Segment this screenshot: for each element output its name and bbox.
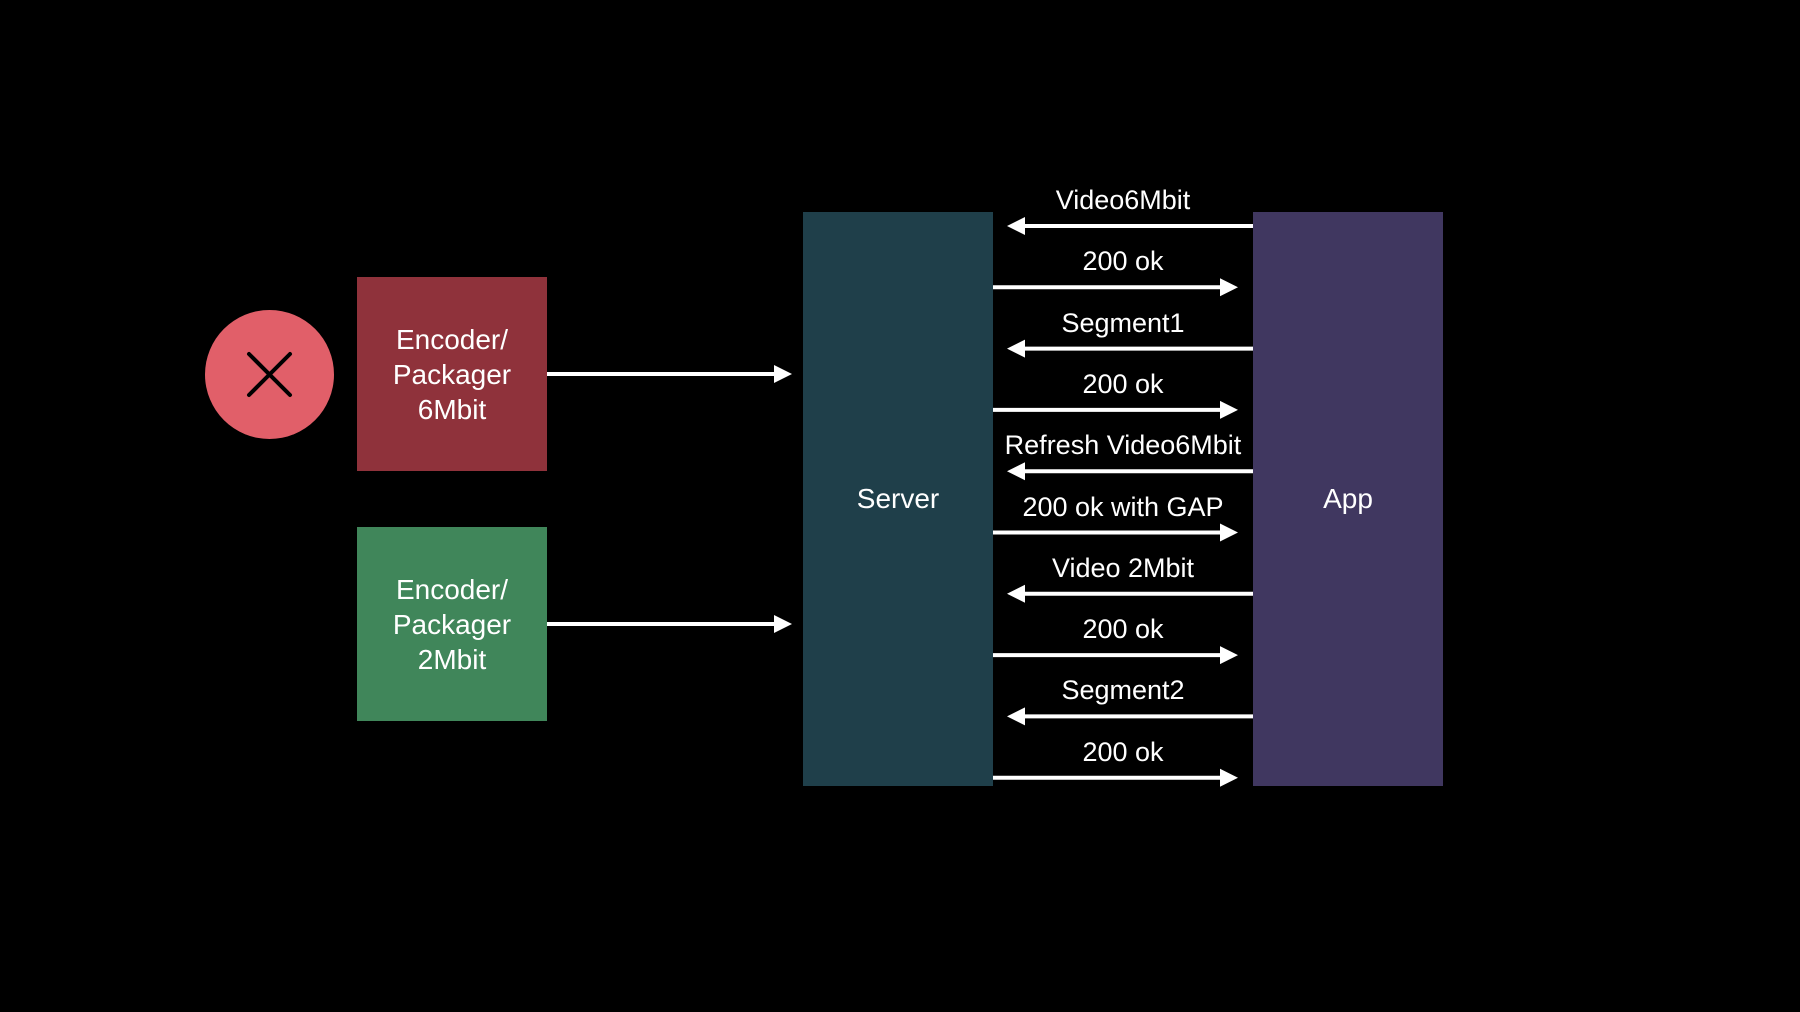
server-label: Server <box>856 483 940 514</box>
arrow-to-server <box>1007 707 1253 726</box>
encoder-6mbit-line1: Encoder/ <box>395 323 509 355</box>
fail-indicator <box>205 310 334 439</box>
arrow-to-server <box>1007 584 1253 603</box>
encoder-2mbit-box: Encoder/ Packager 2Mbit <box>357 527 547 721</box>
arrow-to-server <box>1007 462 1253 481</box>
encoder-2mbit-to-server-arrow <box>547 615 792 633</box>
app-box: App <box>1253 212 1443 786</box>
app-label: App <box>1323 483 1373 514</box>
message-label: 200 ok <box>1082 246 1164 277</box>
encoder-6mbit-to-server-arrow <box>547 365 792 383</box>
message-label: Video6Mbit <box>1055 185 1191 215</box>
encoder-6mbit-line2: Packager <box>392 358 512 390</box>
message-arrows <box>993 217 1253 787</box>
message-label: Refresh Video6Mbit <box>1004 430 1242 461</box>
arrow-to-app <box>993 400 1238 419</box>
arrow-to-server <box>1007 339 1253 358</box>
arrow-to-app <box>993 278 1238 297</box>
message-label: 200 ok with GAP <box>1022 491 1224 522</box>
message-label: Segment1 <box>1061 307 1185 338</box>
encoder-6mbit-line3: 6Mbit <box>417 393 487 425</box>
encoder-2mbit-line3: 2Mbit <box>417 643 487 675</box>
encoder-2mbit-line2: Packager <box>392 608 512 640</box>
message-label: Video 2Mbit <box>1051 552 1195 583</box>
message-label: 200 ok <box>1082 736 1164 767</box>
arrow-to-server <box>1007 217 1253 235</box>
server-box: Server <box>803 212 993 786</box>
encoder-2mbit-line1: Encoder/ <box>395 573 509 605</box>
arrow-to-app <box>993 523 1238 542</box>
arrow-to-app <box>993 768 1238 787</box>
arrow-to-app <box>993 646 1238 665</box>
message-label: Segment2 <box>1061 675 1185 706</box>
message-label: 200 ok <box>1082 614 1164 645</box>
encoder-6mbit-box: Encoder/ Packager 6Mbit <box>357 277 547 471</box>
close-icon <box>205 310 334 439</box>
message-label: 200 ok <box>1082 368 1164 399</box>
